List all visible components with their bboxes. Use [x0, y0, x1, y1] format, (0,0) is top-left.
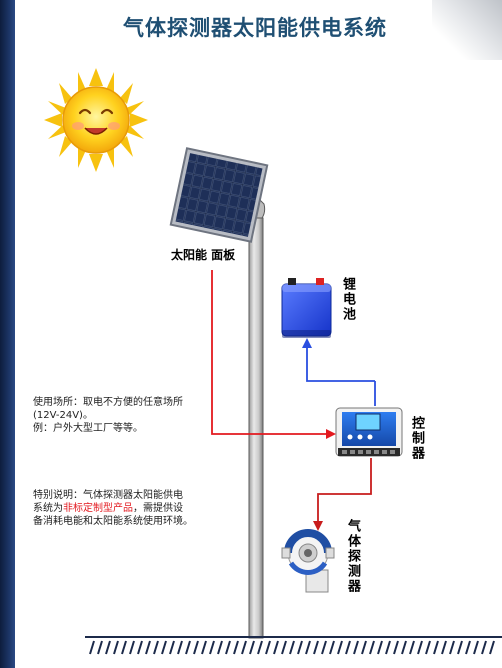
ground-hatch-mark — [433, 640, 439, 655]
ground-hatch-mark — [385, 640, 391, 655]
ground-hatch-mark — [289, 640, 295, 655]
ground-hatch-mark — [121, 640, 127, 655]
ground-hatch-mark — [105, 640, 111, 655]
controller-label: 控制器 — [409, 416, 424, 461]
page-corner-decoration — [432, 0, 502, 60]
ground-hatch-mark — [457, 640, 463, 655]
ground-hatch-mark — [249, 640, 255, 655]
ground-hatch-mark — [321, 640, 327, 655]
ground-hatch-mark — [425, 640, 431, 655]
lithium-battery-icon — [281, 278, 332, 338]
ground-hatch-mark — [153, 640, 159, 655]
ground-hatch-mark — [209, 640, 215, 655]
ground-hatch-mark — [329, 640, 335, 655]
ground-hatch-mark — [137, 640, 143, 655]
ground-hatch-mark — [481, 640, 487, 655]
ground-hatch-mark — [369, 640, 375, 655]
ground-hatch-mark — [393, 640, 399, 655]
usage-note: 使用场所：取电不方便的任意场所 (12V-24V)。 例：户外大型工厂等等。 — [33, 396, 243, 435]
ground-hatch-mark — [361, 640, 367, 655]
special-note-text: ，需提供设 — [133, 503, 183, 514]
special-note-line: 系统为非标定制型产品，需提供设 — [33, 502, 243, 515]
solar-panel-icon — [169, 147, 269, 243]
ground-hatch-mark — [145, 640, 151, 655]
ground-hatch-mark — [113, 640, 119, 655]
ground-hatch-mark — [257, 640, 263, 655]
ground-hatch-mark — [489, 640, 495, 655]
ground-hatch-mark — [297, 640, 303, 655]
pole — [247, 196, 266, 639]
ground-hatch-mark — [417, 640, 423, 655]
usage-note-line: 例：户外大型工厂等等。 — [33, 423, 143, 434]
sun-icon — [44, 68, 148, 172]
power-wires — [211, 270, 376, 531]
ground-hatch-mark — [233, 640, 239, 655]
special-note: 特别说明：气体探测器太阳能供电 系统为非标定制型产品，需提供设 备消耗电能和太阳… — [33, 489, 243, 528]
page-title: 气体探测器太阳能供电系统 — [123, 16, 387, 40]
ground-hatch-mark — [97, 640, 103, 655]
ground-hatch-mark — [89, 640, 95, 655]
ground-hatch-mark — [185, 640, 191, 655]
ground-hatch-mark — [265, 640, 271, 655]
ground-hatch-mark — [129, 640, 135, 655]
ground-hatch-mark — [217, 640, 223, 655]
ground-hatch-mark — [313, 640, 319, 655]
usage-note-line: 使用场所：取电不方便的任意场所 — [33, 397, 183, 408]
ground-hatch-mark — [201, 640, 207, 655]
special-note-text: 系统为 — [33, 503, 63, 514]
custom-product-highlight: 非标定制型产品 — [63, 503, 133, 514]
ground-hatch-mark — [353, 640, 359, 655]
ground-hatch-mark — [401, 640, 407, 655]
special-note-line: 特别说明：气体探测器太阳能供电 — [33, 490, 183, 501]
ground-hatch-mark — [281, 640, 287, 655]
ground-hatch-mark — [449, 640, 455, 655]
ground-hatch-mark — [193, 640, 199, 655]
ground-hatch-mark — [161, 640, 167, 655]
ground-hatch-mark — [465, 640, 471, 655]
gas-detector-icon — [281, 529, 335, 593]
ground — [85, 636, 502, 655]
ground-hatch-mark — [337, 640, 343, 655]
solar-panel-label: 太阳能 面板 — [171, 248, 236, 262]
ground-hatch-mark — [177, 640, 183, 655]
ground-hatch-mark — [169, 640, 175, 655]
battery-label: 锂电池 — [340, 277, 355, 322]
ground-hatch-mark — [345, 640, 351, 655]
ground-hatch-mark — [241, 640, 247, 655]
special-note-line: 备消耗电能和太阳能系统使用环境。 — [33, 516, 193, 527]
ground-hatch-mark — [473, 640, 479, 655]
solar-controller-icon — [335, 407, 403, 457]
left-border-bar — [0, 0, 15, 668]
ground-hatch-mark — [377, 640, 383, 655]
ground-hatch-mark — [305, 640, 311, 655]
ground-hatch-mark — [441, 640, 447, 655]
ground-hatch-mark — [225, 640, 231, 655]
ground-hatch-mark — [273, 640, 279, 655]
usage-note-line: (12V-24V)。 — [33, 410, 93, 421]
ground-hatch-mark — [409, 640, 415, 655]
gas-detector-label: 气体探测器 — [345, 519, 360, 594]
